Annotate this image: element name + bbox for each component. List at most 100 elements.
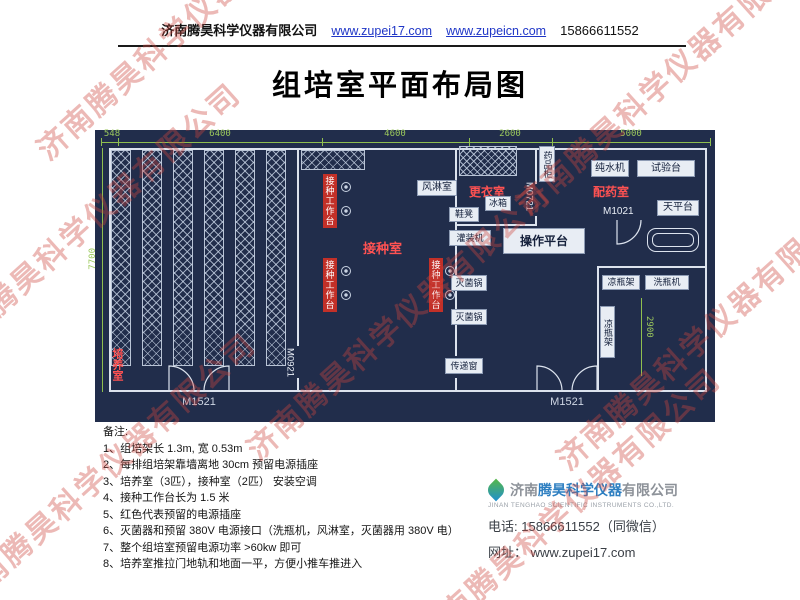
wall-right (705, 148, 707, 392)
footer: 济南腾昊科学仪器有限公司 JINAN TENGHAO SCIENTIFIC IN… (484, 478, 728, 561)
footer-company-english: JINAN TENGHAO SCIENTIFIC INSTRUMENTS CO.… (488, 502, 675, 509)
note-item: 1、组培架长 1.3m, 宽 0.53m (103, 442, 243, 455)
wall-washroom-top (597, 266, 707, 268)
inoculation-workbench: 接种工作台 (429, 258, 443, 312)
stool (445, 290, 455, 300)
header-link-zupei17[interactable]: www.zupei17.com (331, 24, 433, 38)
header-company: 济南腾昊科学仪器有限公司 (161, 23, 318, 38)
note-item: 8、培养室推拉门地轨和地面一平，方便小推车推进入 (103, 558, 363, 570)
balance-table-box: 天平台 (657, 200, 699, 216)
bottle-washer-box: 洗瓶机 (645, 275, 689, 290)
room-label-dispensing: 配药室 (593, 185, 630, 199)
test-bench-box: 试验台 (637, 160, 695, 177)
phone-label: 电话: (488, 519, 518, 534)
footer-phone-line: 电话: 15866611552（同微信） (488, 516, 728, 535)
stool (341, 182, 351, 192)
bottle-rack-box: 凉瓶架 (600, 306, 615, 358)
web-label: 网址： (488, 545, 528, 560)
wall-changing-dispensing (535, 148, 537, 184)
note-item: 6、灭菌器和预留 380V 电源接口（洗瓶机，风淋室，灭菌器用 380V 电） (103, 525, 459, 537)
door-label-m0921: M0921 (284, 348, 296, 378)
wall-changing-bottom (455, 224, 537, 226)
wall-culture-inoculation (297, 148, 299, 346)
wall-culture-inoculation (297, 378, 299, 392)
room-label-inoculation: 接种室 (363, 241, 403, 256)
medicine-cabinet-box: 药品柜 (539, 146, 555, 182)
dimension-line-left (102, 148, 103, 392)
culture-rack (235, 150, 255, 366)
header-link-zupeicn[interactable]: www.zupeicn.com (446, 24, 547, 38)
header-divider (118, 45, 686, 47)
brand-suffix: 有限公司 (622, 482, 678, 498)
dim-2900: 2900 (644, 316, 654, 338)
culture-rack (142, 150, 162, 366)
notes-title: 备注: (103, 426, 129, 438)
dimension-line-top (101, 142, 711, 143)
filling-machine-box: 灌装机 (449, 230, 491, 246)
dim-2600: 2600 (499, 129, 521, 139)
door-label-m1021: M1021 (603, 206, 634, 217)
dim-6400: 6400 (209, 129, 231, 139)
door-label-m0721: M0721 (523, 182, 535, 212)
sink-basin (652, 233, 694, 247)
wall-changing-dispensing (535, 216, 537, 226)
inoculation-workbench: 接种工作台 (323, 174, 337, 228)
brand-prefix: 济南 (510, 482, 538, 498)
sterilizer-box: 灭菌锅 (451, 275, 487, 291)
dimension-tick (710, 138, 711, 146)
footer-company-name: 济南腾昊科学仪器有限公司 (510, 480, 678, 500)
room-label-changing: 更衣室 (469, 185, 506, 199)
wall-top (109, 148, 707, 150)
wall-inoculation-changing (455, 378, 457, 392)
culture-rack (266, 150, 286, 366)
dimension-tick (101, 138, 102, 146)
single-door-m1021 (616, 219, 642, 245)
shoe-bench-box: 鞋凳 (449, 207, 479, 222)
sink (647, 228, 699, 252)
footer-brand-row: 济南腾昊科学仪器有限公司 (484, 478, 728, 502)
water-machine-box: 纯水机 (591, 160, 629, 177)
dim-7700: 7700 (88, 248, 98, 270)
wall-washroom-left (597, 266, 599, 392)
page-title: 组培室平面布局图 (271, 70, 528, 102)
fridge-box: 冰箱 (485, 196, 511, 211)
double-door-left (168, 365, 230, 391)
double-door-right (536, 365, 598, 391)
footer-web-line: 网址： www.zupei17.com (488, 542, 728, 561)
note-item: 4、接种工作台长为 1.5 米 (103, 492, 230, 504)
header-phone: 15866611552 (560, 23, 639, 38)
locker-grid (459, 146, 517, 176)
sterilizer-box: 灭菌锅 (451, 309, 487, 325)
notes: 备注: 1、组培架长 1.3m, 宽 0.53m 2、每排组培架靠墙离地 30c… (103, 424, 473, 573)
culture-rack (204, 150, 224, 366)
stool (341, 290, 351, 300)
dimension-tick (118, 138, 119, 146)
company-logo-icon (484, 478, 508, 502)
floor-plan: 548 6400 4600 2600 5000 7700 接种工作台 (88, 129, 715, 422)
dimension-line-right (641, 298, 642, 376)
web-value[interactable]: www.zupei17.com (530, 545, 636, 560)
stool (341, 206, 351, 216)
brand-main: 腾昊科学仪器 (538, 482, 622, 498)
wall-left (109, 148, 111, 392)
room-label-culture: 培养室 (111, 348, 123, 381)
pass-window-box: 传递窗 (445, 358, 483, 374)
top-rack (301, 150, 365, 170)
note-item: 5、红色代表预留的电源插座 (103, 508, 242, 521)
air-shower-box: 风淋室 (417, 180, 457, 196)
bottle-rack-box: 凉瓶架 (602, 275, 640, 290)
culture-rack (173, 150, 193, 366)
phone-value: 15866611552（同微信） (521, 519, 665, 534)
note-item: 3、培养室（3匹），接种室（2匹） 安装空调 (103, 475, 317, 488)
dimension-tick (552, 138, 553, 146)
dim-4600: 4600 (384, 129, 406, 139)
dimension-tick (322, 138, 323, 146)
note-item: 7、整个组培室预留电源功率 >60kw 即可 (103, 541, 302, 554)
dimension-tick (469, 138, 470, 146)
stool (445, 266, 455, 276)
wall-inoculation-changing (455, 148, 457, 356)
door-label-m1521-right: M1521 (550, 396, 584, 408)
stool (341, 266, 351, 276)
dim-5000: 5000 (620, 129, 642, 139)
